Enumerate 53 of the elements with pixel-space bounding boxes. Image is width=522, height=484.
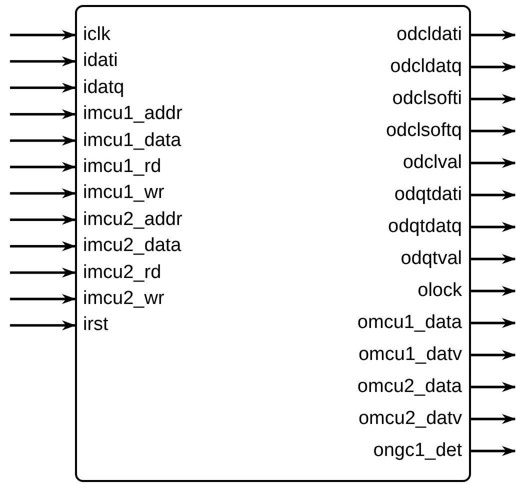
arrow bbox=[10, 241, 76, 252]
output-pin-name: odclsoftq bbox=[386, 119, 469, 143]
arrow bbox=[471, 382, 516, 392]
arrow bbox=[10, 268, 76, 278]
arrow bbox=[10, 188, 76, 198]
input-pin-name: imcu1_wr bbox=[77, 181, 164, 206]
arrow bbox=[10, 56, 76, 66]
arrow bbox=[471, 190, 516, 200]
arrow bbox=[471, 286, 516, 296]
output-pin-name: omcu1_datv bbox=[358, 343, 469, 367]
output-pin-name: odqtdatq bbox=[388, 215, 469, 239]
output-pin-name: odcldati bbox=[396, 23, 469, 47]
arrow bbox=[471, 222, 516, 232]
arrow bbox=[471, 158, 516, 168]
arrow bbox=[471, 62, 516, 72]
output-pin-name: olock bbox=[418, 279, 469, 303]
output-pin-name: omcu1_data bbox=[357, 311, 469, 335]
arrow bbox=[10, 82, 76, 93]
arrow bbox=[10, 136, 76, 146]
arrow bbox=[471, 318, 516, 328]
input-pin-name: iclk bbox=[77, 23, 110, 47]
arrow bbox=[10, 320, 76, 330]
block-symbol bbox=[75, 5, 471, 482]
arrow bbox=[471, 94, 516, 104]
arrow bbox=[471, 350, 516, 360]
arrow bbox=[471, 414, 516, 424]
arrow bbox=[10, 214, 76, 225]
arrow bbox=[471, 30, 516, 40]
output-pin-name: odclval bbox=[402, 151, 469, 175]
arrow bbox=[10, 294, 76, 304]
arrow bbox=[471, 126, 516, 136]
input-pin-name: idati bbox=[77, 49, 118, 74]
input-pin-name: imcu2_wr bbox=[77, 287, 164, 311]
output-pin-name: odqtval bbox=[400, 247, 469, 271]
input-pin-name: imcu2_addr bbox=[77, 208, 182, 232]
input-pin-name: imcu2_data bbox=[77, 234, 182, 258]
output-pin-name: odqtdati bbox=[394, 183, 469, 207]
input-pin-name: idatq bbox=[77, 76, 124, 100]
input-pin-name: imcu1_addr bbox=[77, 102, 182, 126]
arrow bbox=[10, 109, 76, 120]
input-pin-name: imcu1_rd bbox=[77, 155, 162, 179]
arrow bbox=[10, 162, 76, 172]
input-pin-name: imcu2_rd bbox=[77, 260, 162, 285]
output-pin-name: odcldatq bbox=[390, 55, 469, 79]
arrow bbox=[471, 446, 516, 456]
output-pin-name: omcu2_datv bbox=[358, 407, 469, 431]
input-pin-name: irst bbox=[77, 313, 108, 338]
input-pin-name: imcu1_data bbox=[77, 128, 182, 153]
output-pin-name: ongc1_det bbox=[373, 439, 469, 463]
output-pin-name: omcu2_data bbox=[357, 375, 469, 399]
output-pin-name: odclsofti bbox=[392, 87, 469, 111]
arrow bbox=[10, 30, 76, 40]
arrow bbox=[471, 254, 516, 264]
